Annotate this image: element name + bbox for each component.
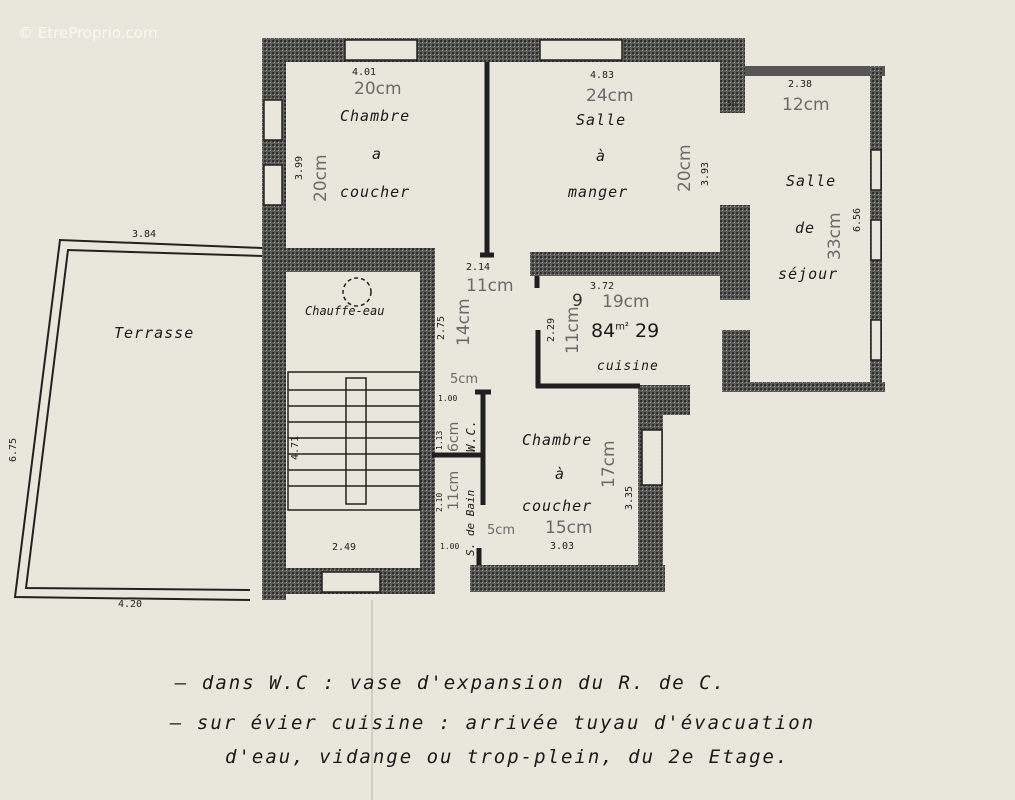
- pencil-chambre1-side: 20cm: [311, 154, 331, 202]
- pencil-cuisine-nine: 9: [572, 291, 583, 311]
- dim-sejour-5p: 5p: [727, 99, 737, 108]
- total-area-main: 84: [591, 320, 616, 342]
- dim-terrasse-top: 3.84: [132, 229, 157, 240]
- pencil-passage: 11cm: [466, 276, 514, 296]
- dim-hall: 2.75: [436, 315, 447, 340]
- note-1: — dans W.C : vase d'expansion du R. de C…: [175, 672, 727, 694]
- dim-passage: 2.14: [466, 262, 491, 273]
- total-area-extra: 29: [634, 320, 660, 342]
- pencil-cuisine-side: 11cm: [563, 306, 583, 354]
- room-salle-l3: manger: [568, 183, 629, 201]
- dim-chambre1-h: 3.99: [294, 155, 305, 180]
- dim-chambre1-w: 4.01: [352, 67, 377, 78]
- dim-stair-h: 4.71: [290, 435, 301, 460]
- dim-wc-h: 1.13: [435, 430, 444, 450]
- room-chambre2-l1: Chambre: [522, 431, 593, 449]
- dim-terrasse-bottom: 4.20: [118, 599, 143, 610]
- total-area: 84m² 29: [591, 320, 659, 342]
- pencil-chambre2-side: 17cm: [599, 440, 619, 488]
- room-chambre1-l3: coucher: [340, 183, 411, 201]
- windows: [263, 39, 882, 593]
- dim-bain-w: 1.00: [440, 542, 460, 551]
- staircase: [287, 371, 421, 511]
- pencil-sejour-top: 12cm: [782, 95, 830, 115]
- note-2-text: sur évier cuisine : arrivée tuyau d'évac…: [196, 712, 816, 734]
- note-3: d'eau, vidange ou trop-plein, du 2e Etag…: [225, 746, 790, 768]
- watermark: © EtreProprio.com: [18, 24, 158, 42]
- dim-chambre2-w: 3.03: [550, 541, 575, 552]
- note-1-text: dans W.C : vase d'expansion du R. de C.: [201, 672, 727, 694]
- dim-wc-w: 1.00: [438, 394, 458, 403]
- room-salle-bain: S. de Bain: [464, 489, 477, 556]
- note-2: — sur évier cuisine : arrivée tuyau d'év…: [170, 712, 816, 734]
- pencil-sejour-side: 33cm: [825, 212, 845, 260]
- room-chauffe-eau: Chauffe-eau: [305, 304, 385, 318]
- dim-cuisine-w: 3.72: [590, 281, 615, 292]
- pencil-wc-top: 5cm: [450, 372, 479, 387]
- room-salle-l2: à: [596, 147, 607, 165]
- pencil-bain-bottom: 5cm: [487, 523, 516, 538]
- room-cuisine: cuisine: [597, 359, 659, 374]
- pencil-hall: 14cm: [454, 298, 474, 346]
- pencil-chambre2-bottom: 15cm: [545, 518, 593, 538]
- dim-sejour-h: 6.56: [852, 207, 863, 232]
- pencil-salle-top: 24cm: [586, 86, 634, 106]
- water-heater-symbol: [342, 277, 372, 307]
- dim-sejour-w: 2.38: [788, 79, 813, 90]
- total-area-unit: m²: [615, 321, 629, 333]
- room-chambre2-l3: coucher: [522, 497, 593, 515]
- dim-cuisine-h: 2.29: [546, 317, 557, 342]
- dim-bain-h: 2.10: [435, 492, 444, 512]
- room-terrasse: Terrasse: [114, 324, 195, 342]
- dim-salle-h: 3.93: [700, 161, 711, 186]
- room-sejour-l2: de: [795, 219, 816, 237]
- pencil-chambre1-top: 20cm: [354, 79, 402, 99]
- room-wc: W.C.: [464, 419, 478, 452]
- room-chambre2-l2: à: [555, 465, 566, 483]
- room-chambre1-l1: Chambre: [340, 107, 411, 125]
- dim-chambre2-h: 3.35: [624, 485, 635, 510]
- pencil-salle-side: 20cm: [675, 144, 695, 192]
- partitions: [432, 62, 640, 565]
- dim-stair-w: 2.49: [332, 542, 357, 553]
- room-chambre1-l2: a: [372, 145, 383, 163]
- dim-salle-w: 4.83: [590, 70, 615, 81]
- room-salle-l1: Salle: [576, 111, 627, 129]
- pencil-bain-side: 11cm: [446, 470, 462, 510]
- terrasse-outline: [13, 238, 263, 601]
- room-sejour-l3: séjour: [778, 265, 839, 283]
- pencil-wc-side: 6cm: [446, 421, 462, 452]
- pencil-cuisine-top: 19cm: [602, 292, 650, 312]
- dim-terrasse-h: 6.75: [8, 437, 19, 462]
- room-sejour-l1: Salle: [786, 172, 837, 190]
